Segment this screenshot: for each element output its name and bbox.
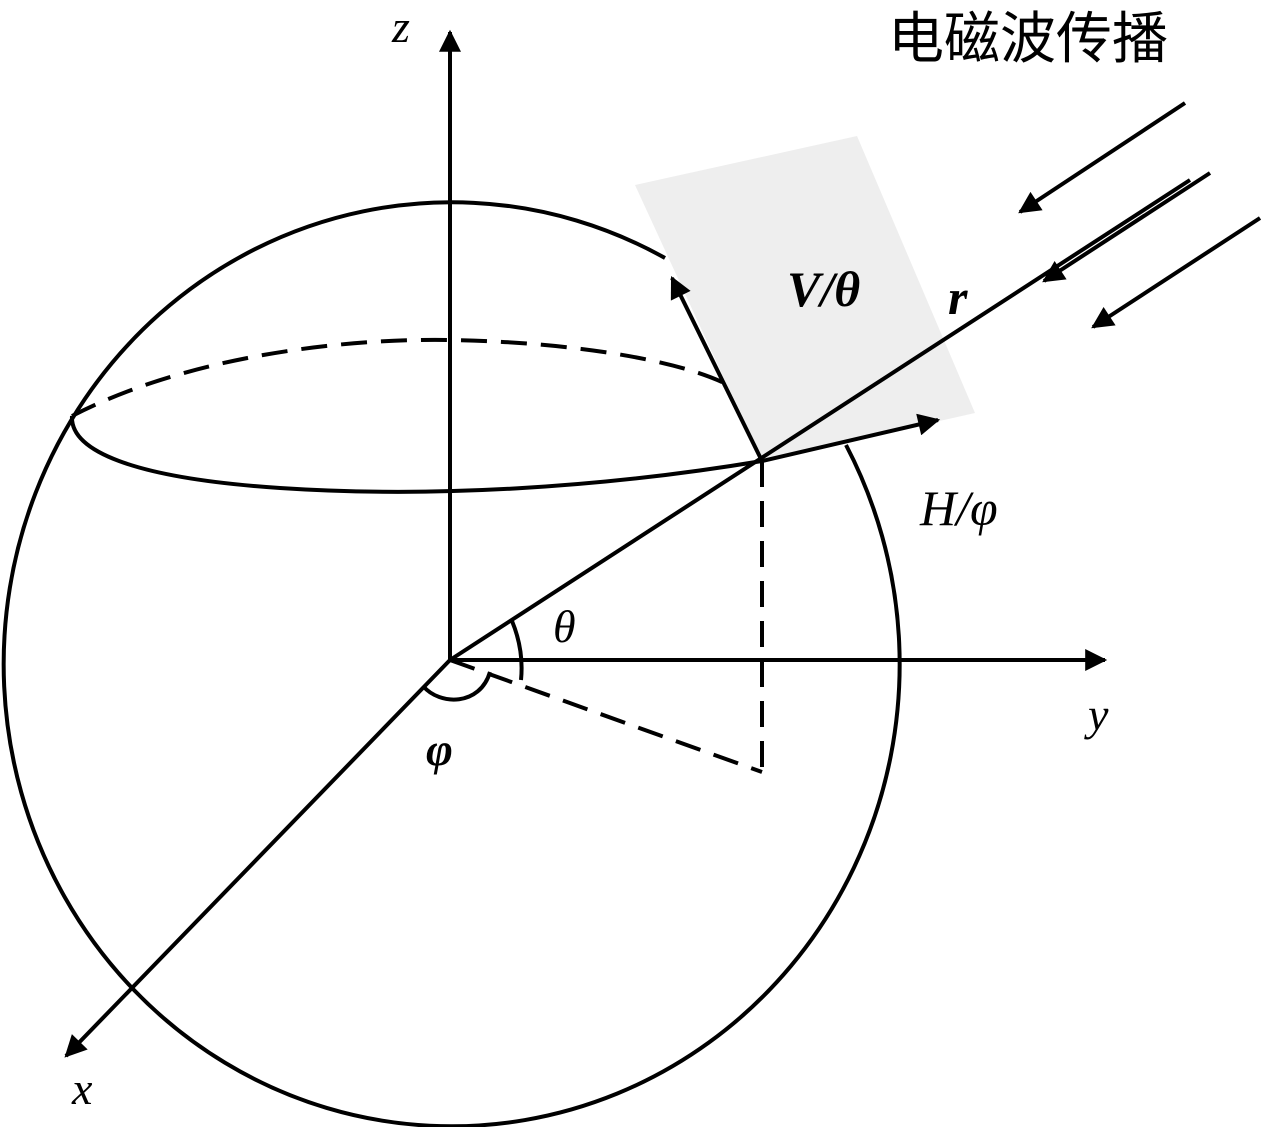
x-axis-label: x (71, 1063, 93, 1114)
phi-label: φ (426, 724, 453, 775)
v-theta-arrow (670, 276, 764, 462)
wave-arrow-2 (1042, 171, 1212, 283)
theta-arc (510, 620, 524, 681)
sphere-outline (1, 200, 902, 1127)
polarization-plane (635, 136, 975, 461)
r-vector-line (448, 178, 1192, 662)
latitude-circle-front (69, 415, 763, 494)
v-theta-label: V/θ (787, 261, 860, 317)
r-vector-label: r (948, 269, 968, 325)
h-phi-arrow (761, 413, 941, 463)
x-axis (64, 658, 452, 1058)
z-axis-label: z (391, 1, 410, 52)
y-axis-label: y (1084, 689, 1109, 740)
diagram-title: 电磁波传播 (888, 7, 1168, 72)
theta-label: θ (553, 601, 576, 652)
latitude-circle-back (71, 337, 729, 418)
wave-arrow-1 (1018, 101, 1187, 214)
h-phi-label: H/φ (919, 480, 998, 536)
projection-horizontal (449, 658, 763, 774)
phi-arc (421, 671, 492, 702)
wave-arrow-3 (1091, 216, 1261, 329)
